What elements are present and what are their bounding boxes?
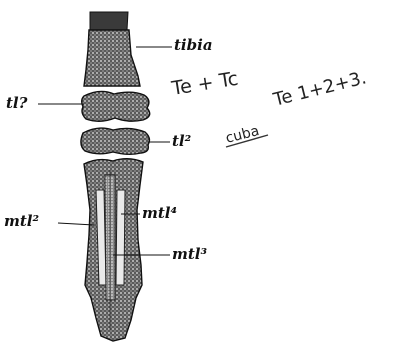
- label-mtl2: mtl²: [4, 214, 39, 229]
- tarsal-2-bone: [81, 128, 150, 154]
- tarsal-1-bone: [82, 91, 150, 121]
- metatarsal-bone: [84, 159, 143, 341]
- tibia-bone: [84, 12, 140, 86]
- label-tl2: tl²: [172, 134, 191, 149]
- label-mtl3: mtl³: [172, 247, 207, 262]
- label-tibia: tibia: [174, 38, 213, 53]
- label-mtl4: mtl⁴: [142, 206, 177, 221]
- label-tl1: tl?: [6, 96, 27, 111]
